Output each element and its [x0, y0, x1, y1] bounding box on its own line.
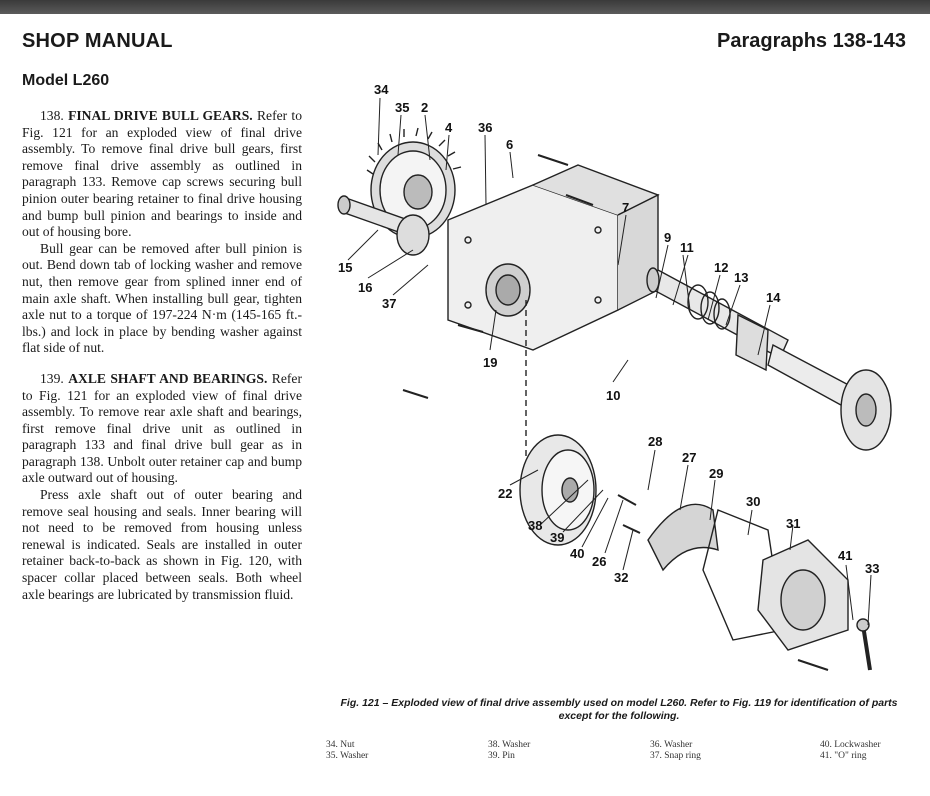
legend-item: 36. Washer [650, 740, 693, 750]
callout-14: 14 [766, 290, 781, 305]
callout-40: 40 [570, 546, 584, 561]
para-138-1: 138. FINAL DRIVE BULL GEARS. Refer to Fi… [22, 108, 302, 241]
running-header-right: Paragraphs 138-143 [716, 30, 906, 52]
callout-34: 34 [374, 82, 389, 97]
legend-col-3: 36. Washer 37. Snap ring [650, 740, 701, 762]
callout-10: 10 [606, 388, 620, 403]
para-139-2: Press axle shaft out of outer bearing an… [22, 487, 302, 602]
section-number: 138. [40, 108, 64, 123]
legend-item: 35. Washer [326, 751, 369, 761]
brake-cover [757, 539, 849, 651]
final-drive-housing [447, 164, 660, 351]
callout-11: 11 [680, 240, 694, 255]
callout-41: 41 [838, 548, 852, 563]
section-heading: FINAL DRIVE BULL GEARS. [68, 108, 253, 123]
legend-col-4: 40. Lockwasher 41. "O" ring [820, 740, 881, 762]
callout-9: 9 [664, 230, 671, 245]
callout-29: 29 [709, 466, 723, 481]
bull-pinion [337, 195, 430, 256]
callout-7: 7 [622, 200, 629, 215]
top-bar [0, 0, 930, 14]
legend-item: 38. Washer [488, 740, 531, 750]
section-heading: AXLE SHAFT AND BEARINGS. [68, 370, 268, 386]
callout-37: 37 [382, 296, 396, 311]
para-text: Refer to Fig. 121 for an exploded view o… [22, 370, 302, 486]
model-heading: Model L260 [22, 72, 110, 89]
callout-6: 6 [506, 137, 513, 152]
callout-19: 19 [483, 355, 497, 370]
legend-item: 34. Nut [326, 740, 355, 750]
figure-caption: Fig. 121 – Exploded view of final drive … [340, 697, 898, 722]
para-text: Refer to Fig. 121 for an exploded view o… [22, 108, 302, 240]
callout-22: 22 [498, 486, 512, 501]
callout-4: 4 [445, 120, 453, 135]
callout-16: 16 [358, 280, 372, 295]
callout-36: 36 [478, 120, 492, 135]
legend-item: 41. "O" ring [820, 751, 867, 761]
legend-item: 40. Lockwasher [820, 740, 881, 750]
para-138-2: Bull gear can be removed after bull pini… [22, 240, 302, 356]
callout-27: 27 [682, 450, 696, 465]
callout-31: 31 [786, 516, 800, 531]
brake-shoe [647, 503, 719, 572]
callout-35: 35 [395, 100, 409, 115]
callout-39: 39 [550, 530, 564, 545]
callout-26: 26 [592, 554, 606, 569]
callout-2: 2 [421, 100, 428, 115]
legend-item: 39. Pin [488, 751, 515, 761]
brake-lever [856, 618, 872, 671]
para-139-1: 139. AXLE SHAFT AND BEARINGS. Refer to F… [22, 371, 302, 487]
callout-38: 38 [528, 518, 542, 533]
exploded-view-diagram: 34 35 2 4 36 6 7 9 11 12 13 14 15 16 37 … [337, 82, 892, 671]
callout-15: 15 [338, 260, 352, 275]
callout-33: 33 [865, 561, 879, 576]
callout-30: 30 [746, 494, 760, 509]
legend-col-2: 38. Washer 39. Pin [488, 740, 530, 762]
running-header-left: SHOP MANUAL [22, 30, 173, 52]
callout-12: 12 [714, 260, 728, 275]
axle-shaft [646, 267, 892, 451]
gasket [702, 509, 784, 641]
legend-col-1: 34. Nut 35. Washer [326, 740, 368, 762]
legend-item: 37. Snap ring [650, 751, 701, 761]
callout-32: 32 [614, 570, 628, 585]
callout-28: 28 [648, 434, 662, 449]
callout-13: 13 [734, 270, 748, 285]
section-number: 139. [40, 370, 64, 386]
text-column: 138. FINAL DRIVE BULL GEARS. Refer to Fi… [22, 108, 302, 603]
part-callouts: 34 35 2 4 36 6 7 9 11 12 13 14 15 16 37 … [338, 82, 879, 585]
